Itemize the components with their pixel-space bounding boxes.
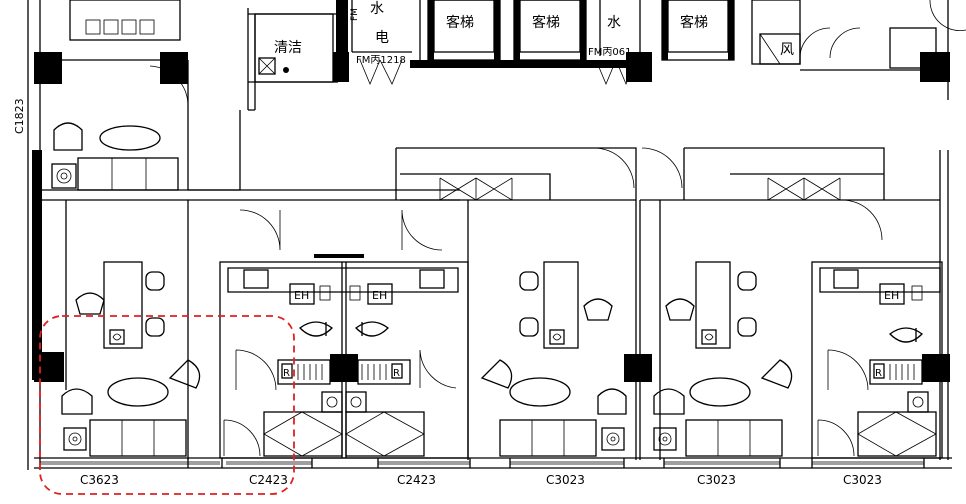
office-room-4 [640,147,940,460]
armchair [480,359,513,389]
armchair [597,388,627,415]
coffee-table [689,377,751,407]
floor-outlet-icon [321,391,343,413]
label-eh-3: EH [884,289,899,302]
label-elevator-2: 客梯 [532,14,560,31]
floor-drain-icon [283,67,289,73]
basin [833,269,859,289]
label-fm-1: FM丙1218 [356,55,406,66]
vanity [869,359,923,385]
armchair [168,359,201,389]
toilet-icon [355,321,389,337]
label-cleaning: 清洁 [274,40,302,56]
shower [345,411,425,457]
label-window-6: C3023 [843,473,882,487]
office-room-3 [395,147,652,460]
label-fm-small: FM [350,8,360,21]
right-bathroom [811,150,950,460]
desk [103,261,143,349]
text-labels: 水 电 清洁 客梯 客梯 客梯 水 风 FM丙1218 FM丙061 FM C1… [13,1,899,487]
bathroom-cluster [188,189,469,459]
label-elevator-1: 客梯 [446,14,474,31]
exterior-wall [34,352,952,469]
sofa [77,157,179,191]
label-window-3: C2423 [397,473,436,487]
label-eh-2: EH [372,289,387,302]
shower [263,411,343,457]
coffee-table [99,125,161,151]
chair [519,271,539,291]
chair [737,271,757,291]
floor-outlet-icon [51,163,77,189]
toilet-icon [889,327,923,343]
meeting-table [69,0,181,41]
highlight-outline [39,315,295,495]
floor-outlet-icon [63,427,87,451]
service-core [247,0,966,111]
armchair [760,359,793,389]
label-wind: 风 [780,42,794,58]
cleaning-room [254,13,334,83]
toilet-icon [299,321,333,337]
water-heater [879,283,905,305]
label-fm-2: FM丙061 [588,47,631,58]
floor-outlet-icon [601,427,625,451]
label-r-2: R [393,368,400,379]
chair [583,298,613,321]
label-window-2: C2423 [249,473,288,487]
label-electric: 电 [375,30,389,46]
mop-sink-icon [258,57,276,75]
desk [695,261,731,349]
armchair [61,388,93,415]
desk [543,261,579,349]
vanity [277,359,331,385]
label-eh-1: EH [294,289,309,302]
sofa [685,419,783,457]
chair [737,317,757,337]
left-upper-office [27,0,241,470]
chair [665,298,695,321]
armchair [653,388,685,415]
basin [243,269,269,289]
label-window-5: C3023 [697,473,736,487]
label-window-1: C3623 [80,473,119,487]
coffee-table [509,377,571,407]
water-heater [289,283,315,305]
chair [519,317,539,337]
label-r-3: R [875,368,882,379]
chair [75,292,105,315]
label-window-4: C3023 [546,473,585,487]
coffee-table [107,377,169,407]
floor-outlet-icon [653,427,677,451]
shower [857,411,937,457]
label-window-vertical: C1823 [13,98,26,134]
office-room-1 [40,199,201,460]
label-water-top: 水 [370,1,384,17]
floor-outlet-icon [907,391,929,413]
label-water-right: 水 [607,15,621,31]
floor-outlet-icon [345,391,367,413]
label-r-1: R [283,368,290,379]
label-elevator-3: 客梯 [680,14,708,31]
water-heater [367,283,393,305]
sofa [89,419,187,457]
chair [145,317,165,337]
vanity [357,359,411,385]
sofa [499,419,597,457]
chair [145,271,165,291]
basin [419,269,445,289]
armchair [53,122,83,151]
